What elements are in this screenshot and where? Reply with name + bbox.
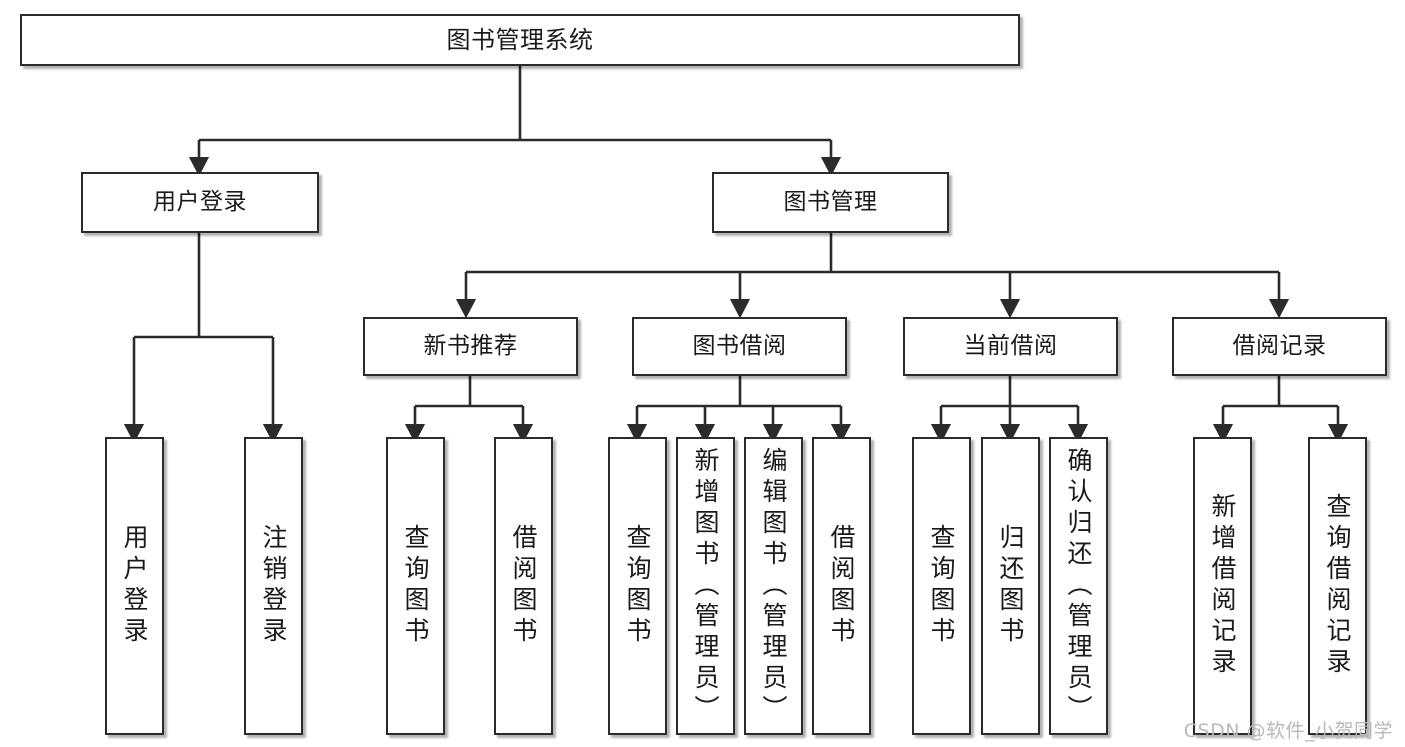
node-leaf-logout-label: 注销登录	[259, 524, 288, 648]
node-leaf-borrow-book-2[interactable]: 借阅图书	[812, 437, 871, 735]
node-new-book-rec[interactable]: 新书推荐	[363, 317, 578, 376]
node-user-login[interactable]: 用户登录	[81, 172, 319, 233]
node-leaf-user-login[interactable]: 用户登录	[105, 437, 164, 735]
node-leaf-return-book[interactable]: 归还图书	[981, 437, 1040, 735]
node-current-borrow-label: 当前借阅	[963, 332, 1058, 359]
node-leaf-query-record-label: 查询借阅记录	[1323, 493, 1352, 679]
node-current-borrow[interactable]: 当前借阅	[903, 317, 1118, 376]
node-leaf-edit-book-label: 编辑图书（管理员）	[759, 446, 788, 726]
node-leaf-return-book-label: 归还图书	[996, 524, 1025, 648]
node-leaf-add-book[interactable]: 新增图书（管理员）	[676, 437, 735, 735]
node-leaf-query-book-1[interactable]: 查询图书	[386, 437, 445, 735]
node-leaf-query-book-2[interactable]: 查询图书	[608, 437, 667, 735]
node-leaf-query-book-3-label: 查询图书	[927, 524, 956, 648]
node-book-borrow-label: 图书借阅	[692, 332, 787, 359]
watermark: CSDN @软件_小贺同学	[1183, 720, 1393, 742]
node-leaf-query-book-1-label: 查询图书	[401, 524, 430, 648]
node-leaf-add-book-label: 新增图书（管理员）	[691, 446, 720, 726]
node-leaf-add-record-label: 新增借阅记录	[1208, 493, 1237, 679]
node-book-borrow[interactable]: 图书借阅	[632, 317, 847, 376]
node-borrow-record[interactable]: 借阅记录	[1172, 317, 1387, 376]
node-leaf-add-record[interactable]: 新增借阅记录	[1193, 437, 1252, 735]
node-leaf-logout[interactable]: 注销登录	[244, 437, 303, 735]
node-new-book-rec-label: 新书推荐	[423, 332, 518, 359]
node-borrow-record-label: 借阅记录	[1232, 332, 1327, 359]
node-leaf-user-login-label: 用户登录	[120, 524, 149, 648]
node-leaf-edit-book[interactable]: 编辑图书（管理员）	[744, 437, 803, 735]
node-root-label: 图书管理系统	[446, 25, 594, 54]
node-leaf-query-record[interactable]: 查询借阅记录	[1308, 437, 1367, 735]
node-leaf-borrow-book-1-label: 借阅图书	[509, 524, 538, 648]
node-book-manage-label: 图书管理	[783, 188, 878, 215]
node-book-manage[interactable]: 图书管理	[712, 172, 949, 233]
node-user-login-label: 用户登录	[153, 188, 247, 215]
node-leaf-borrow-book-1[interactable]: 借阅图书	[494, 437, 553, 735]
node-root[interactable]: 图书管理系统	[20, 14, 1020, 66]
node-leaf-confirm-return[interactable]: 确认归还（管理员）	[1049, 437, 1108, 735]
node-leaf-query-book-3[interactable]: 查询图书	[912, 437, 971, 735]
node-leaf-confirm-return-label: 确认归还（管理员）	[1064, 446, 1093, 726]
node-leaf-borrow-book-2-label: 借阅图书	[827, 524, 856, 648]
node-leaf-query-book-2-label: 查询图书	[623, 524, 652, 648]
